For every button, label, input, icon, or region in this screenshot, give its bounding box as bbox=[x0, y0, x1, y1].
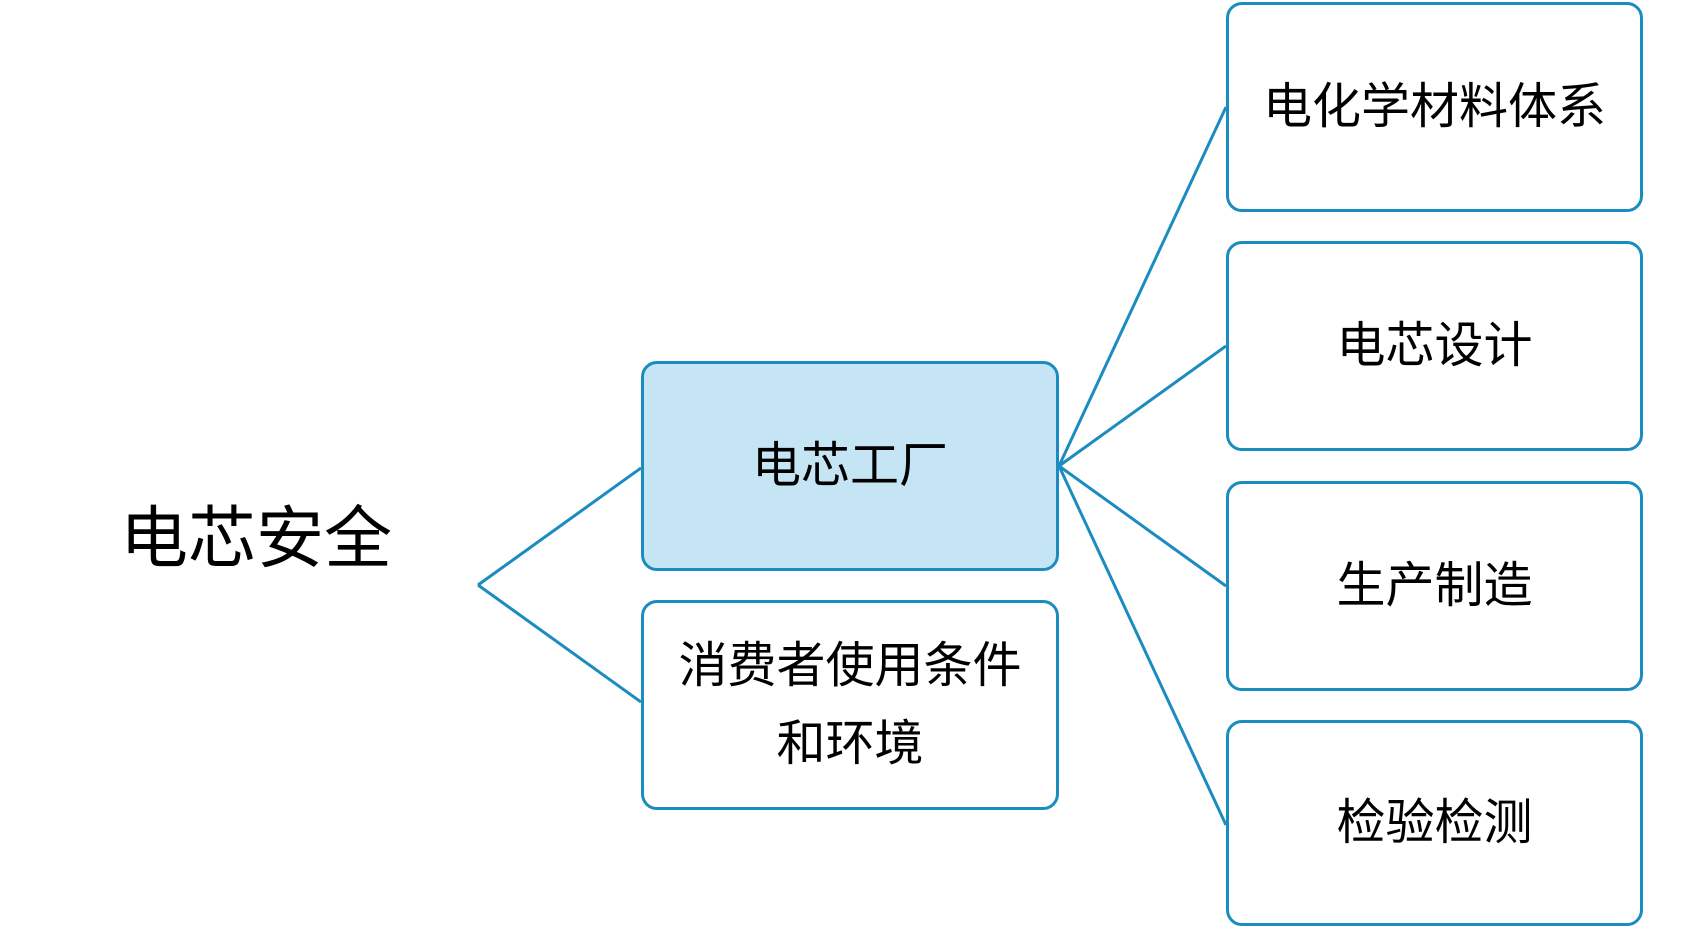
node-manufacturing: 生产制造 bbox=[1226, 481, 1643, 691]
connector-root-to-consumer bbox=[477, 583, 642, 704]
node-label: 电芯设计 bbox=[1336, 316, 1533, 374]
node-electrochemical-materials: 电化学材料体系 bbox=[1226, 2, 1643, 212]
node-cell-factory: 电芯工厂 bbox=[641, 361, 1059, 571]
root-node-label: 电芯安全 bbox=[120, 500, 393, 579]
connector-factory-to-design bbox=[1058, 344, 1227, 468]
node-label: 检验检测 bbox=[1336, 793, 1533, 851]
node-label-line-1: 消费者使用条件 bbox=[678, 636, 1022, 694]
connector-factory-to-inspection bbox=[1057, 465, 1228, 826]
node-label-line-2: 和环境 bbox=[776, 715, 924, 772]
connector-root-to-factory bbox=[477, 466, 642, 587]
connector-factory-to-materials bbox=[1057, 106, 1228, 467]
node-label: 生产制造 bbox=[1336, 556, 1533, 614]
connector-factory-to-manufacturing bbox=[1058, 464, 1227, 588]
node-label: 电化学材料体系 bbox=[1262, 77, 1606, 135]
node-inspection-testing: 检验检测 bbox=[1226, 720, 1643, 926]
node-label: 电芯工厂 bbox=[751, 436, 948, 494]
node-cell-design: 电芯设计 bbox=[1226, 241, 1643, 451]
node-consumer-conditions: 消费者使用条件 和环境 bbox=[641, 600, 1059, 810]
